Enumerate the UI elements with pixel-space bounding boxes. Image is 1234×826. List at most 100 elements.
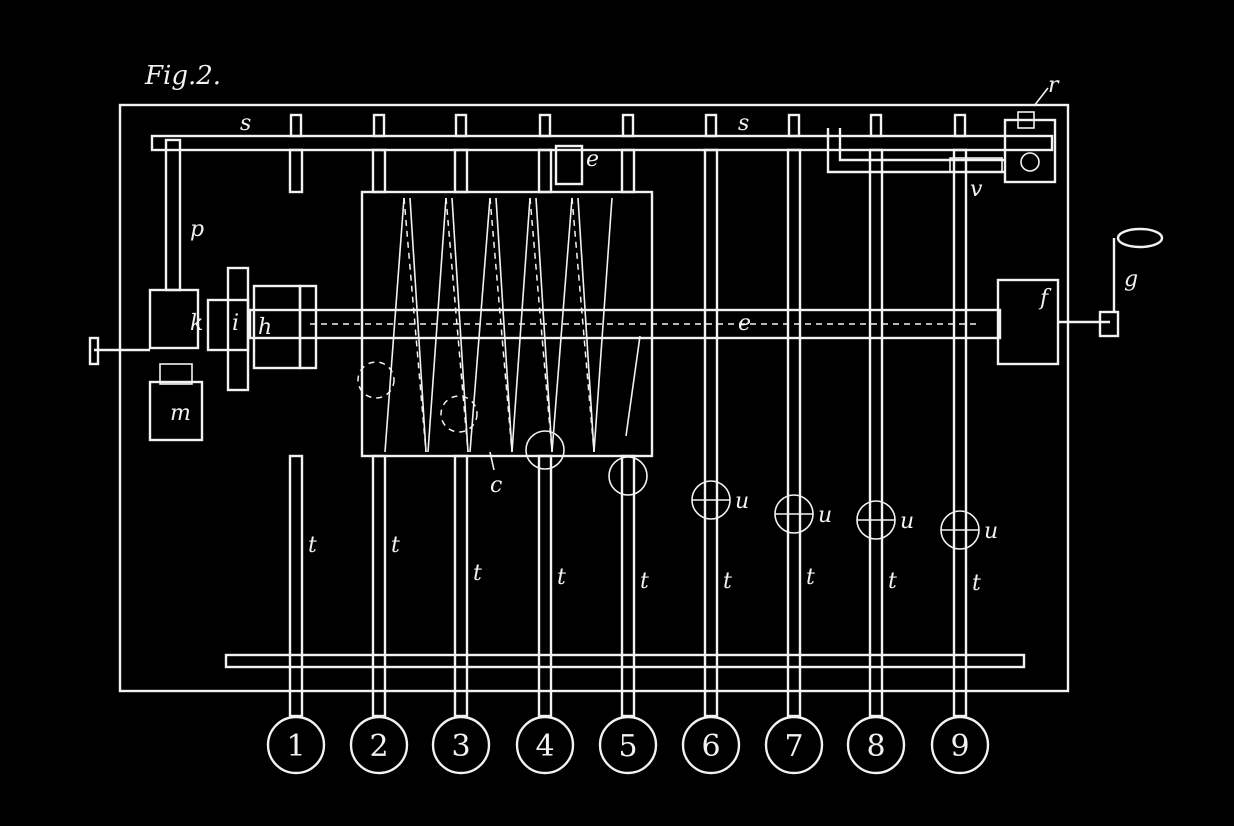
leader-c (489, 451, 495, 471)
key-circle-9 (930, 715, 990, 775)
drum-hidden-5 (571, 197, 595, 453)
key-number-5: 5 (618, 729, 637, 764)
label-e-shaft: e (738, 311, 751, 336)
rod-upper-4 (537, 148, 553, 194)
label-i: i (232, 311, 239, 336)
rod-lower-2 (371, 454, 387, 718)
spring-v (949, 157, 1003, 173)
key-number-6: 6 (701, 729, 720, 764)
key-circle-8 (846, 715, 906, 775)
drum-hidden-3 (489, 197, 513, 453)
roller-3 (525, 430, 565, 470)
crank-hub (1098, 310, 1120, 338)
key-circle-1 (266, 715, 326, 775)
rod-stub-8 (869, 113, 883, 138)
label-t-1: t (308, 533, 317, 558)
frame-outline (118, 103, 1070, 693)
drum-groove-6 (495, 197, 513, 453)
rod-lower-3 (453, 454, 469, 718)
rod-8 (868, 148, 884, 718)
key-number-9: 9 (950, 729, 969, 764)
rod-upper-3 (453, 148, 469, 194)
label-t-2: t (391, 533, 400, 558)
label-t-3: t (473, 561, 482, 586)
top-rod-s (150, 134, 1054, 152)
rod-p (164, 138, 182, 292)
rod-stub-9 (953, 113, 967, 138)
label-r: r (1048, 73, 1060, 98)
rod-stub-3 (454, 113, 468, 138)
key-circle-4 (515, 715, 575, 775)
rod-9 (952, 148, 968, 718)
rod-lower-4 (537, 454, 553, 718)
label-s-left: s (240, 111, 251, 136)
drum-groove-5 (469, 197, 491, 453)
key-circle-5 (598, 715, 658, 775)
rod-stub-7 (787, 113, 801, 138)
drum-groove-4 (451, 197, 469, 453)
key-circle-2 (349, 715, 409, 775)
roller-4 (608, 456, 648, 496)
label-t-7: t (806, 565, 815, 590)
label-c: c (490, 473, 502, 498)
drum-outline (360, 190, 654, 458)
roller-1 (357, 361, 395, 399)
drum-groove-9 (551, 197, 573, 453)
drum-groove-7 (511, 197, 531, 453)
bent-lever-inner (838, 128, 1004, 162)
rod-stub-4 (538, 113, 552, 138)
rod-stub-2 (372, 113, 386, 138)
drum-hidden-2 (445, 197, 469, 453)
drum-groove-end (625, 335, 641, 437)
key-circle-3 (431, 715, 491, 775)
key-number-1: 1 (286, 729, 305, 764)
label-h: h (258, 315, 272, 340)
label-m: m (170, 401, 191, 426)
rod-stub-5 (621, 113, 635, 138)
label-u-9: u (984, 519, 998, 544)
label-t-6: t (723, 569, 732, 594)
block-f (996, 278, 1060, 366)
bracket-r (1003, 118, 1057, 184)
rod-lower-1 (288, 454, 304, 718)
leader-r (1033, 87, 1049, 107)
drum-groove-10 (577, 197, 595, 453)
drum-hidden-4 (529, 197, 553, 453)
drum-groove-1 (384, 197, 405, 453)
rod-upper-5 (620, 148, 636, 194)
drum-groove-2 (409, 197, 427, 453)
block-h-flange (298, 284, 318, 370)
key-circle-7 (764, 715, 824, 775)
block-k (148, 288, 200, 350)
rod-upper-2 (371, 148, 387, 194)
label-t-5: t (640, 569, 649, 594)
label-t-9: t (972, 571, 981, 596)
block-e (554, 144, 584, 186)
label-p: p (190, 217, 204, 242)
rod-6 (703, 148, 719, 718)
tappet-rods: t t t t t t t t t (288, 113, 981, 718)
label-t-8: t (888, 569, 897, 594)
label-t-4: t (557, 565, 566, 590)
label-u-6: u (735, 489, 749, 514)
label-f: f (1038, 286, 1052, 311)
rod-7 (786, 148, 802, 718)
left-screw-head (88, 336, 100, 366)
key-number-3: 3 (451, 729, 470, 764)
main-shaft-e (248, 308, 1002, 340)
label-g: g (1124, 267, 1138, 292)
bracket-r-cap (1017, 111, 1035, 129)
key-circle-6 (681, 715, 741, 775)
label-v: v (970, 177, 983, 202)
label-k: k (190, 311, 203, 336)
drum-groove-11 (593, 197, 613, 453)
block-m-neck (159, 363, 193, 385)
label-u-8: u (900, 509, 914, 534)
key-number-2: 2 (369, 729, 388, 764)
gear-wheel (226, 266, 250, 392)
cam-drum-c (360, 190, 654, 458)
